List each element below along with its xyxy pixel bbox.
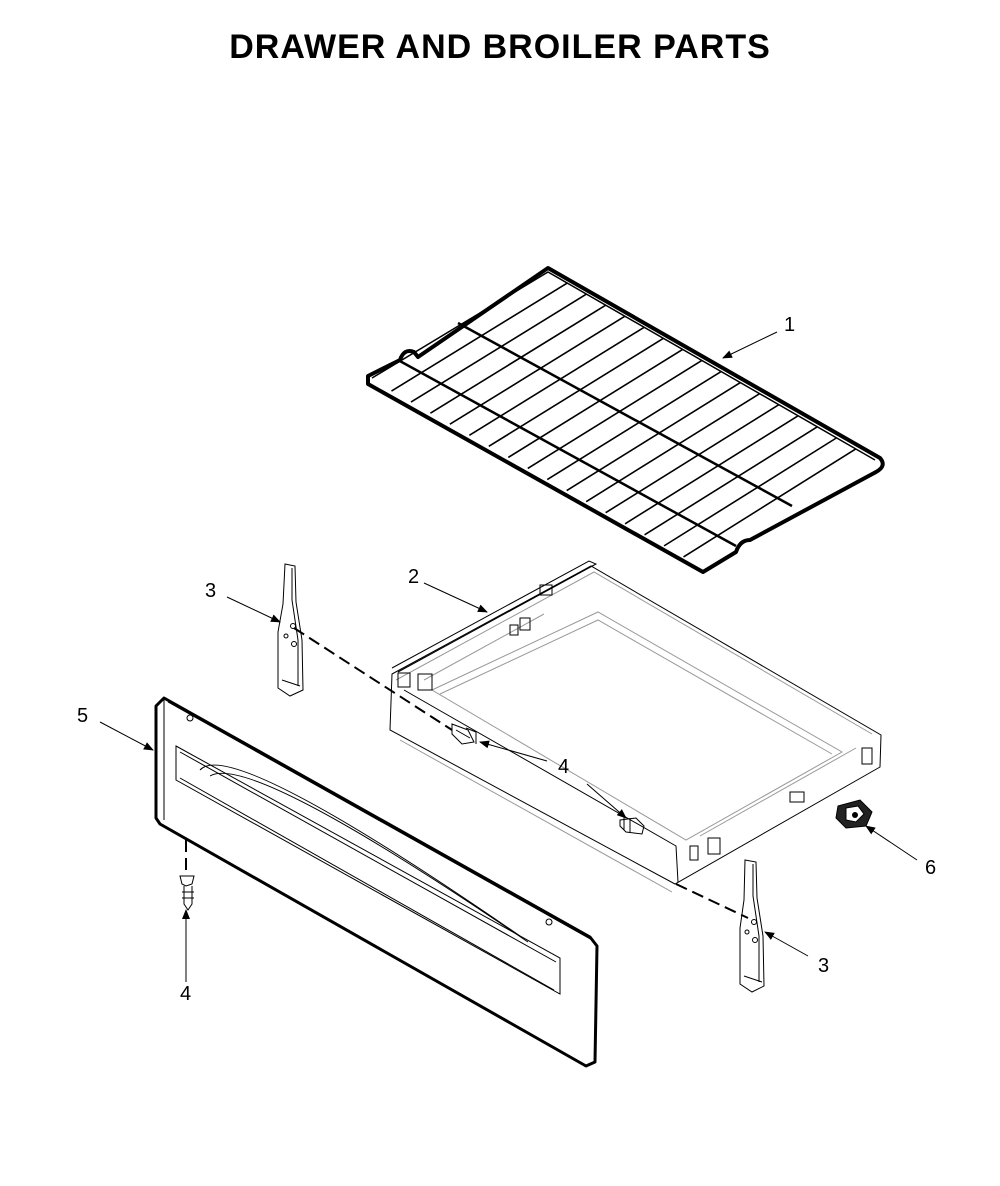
drawer-clip [835,799,873,829]
callout-4-lower: 4 [180,983,191,1005]
rack-wire [391,282,568,392]
rack-wire [488,337,664,448]
screw-middle [619,816,645,835]
callout-2: 2 [408,566,419,588]
broiler-rack [366,266,885,574]
assembly-lines [185,627,749,919]
rack-wire [546,370,722,481]
rack-wire [605,404,780,514]
callout-6: 6 [925,857,936,879]
leader-arrows [99,331,918,982]
rack-wire [449,315,626,425]
rack-wire [507,348,684,459]
rack-wire [410,293,587,403]
callout-1: 1 [784,314,795,336]
callout-5: 5 [77,705,88,727]
drawer-front-panel [154,696,599,1068]
rack-wire [566,381,741,492]
rack-wire [624,415,799,525]
drawer-glide-right [739,859,765,993]
drawer-glide-left [277,563,304,697]
rack-wire [527,359,703,470]
rack-wire [663,437,837,547]
rack-wire [644,426,818,536]
screw-upper [451,723,477,745]
screw-lower [179,875,195,911]
rack-wire [468,326,645,436]
callout-4-middle: 4 [558,756,569,778]
callout-3-left: 3 [205,580,216,602]
rack-wire [585,392,761,503]
rack-wire [683,448,857,558]
callout-3-right: 3 [818,955,829,977]
drawer-box [389,560,882,893]
rack-wire [429,304,607,414]
page-title: DRAWER AND BROILER PARTS [229,28,771,66]
